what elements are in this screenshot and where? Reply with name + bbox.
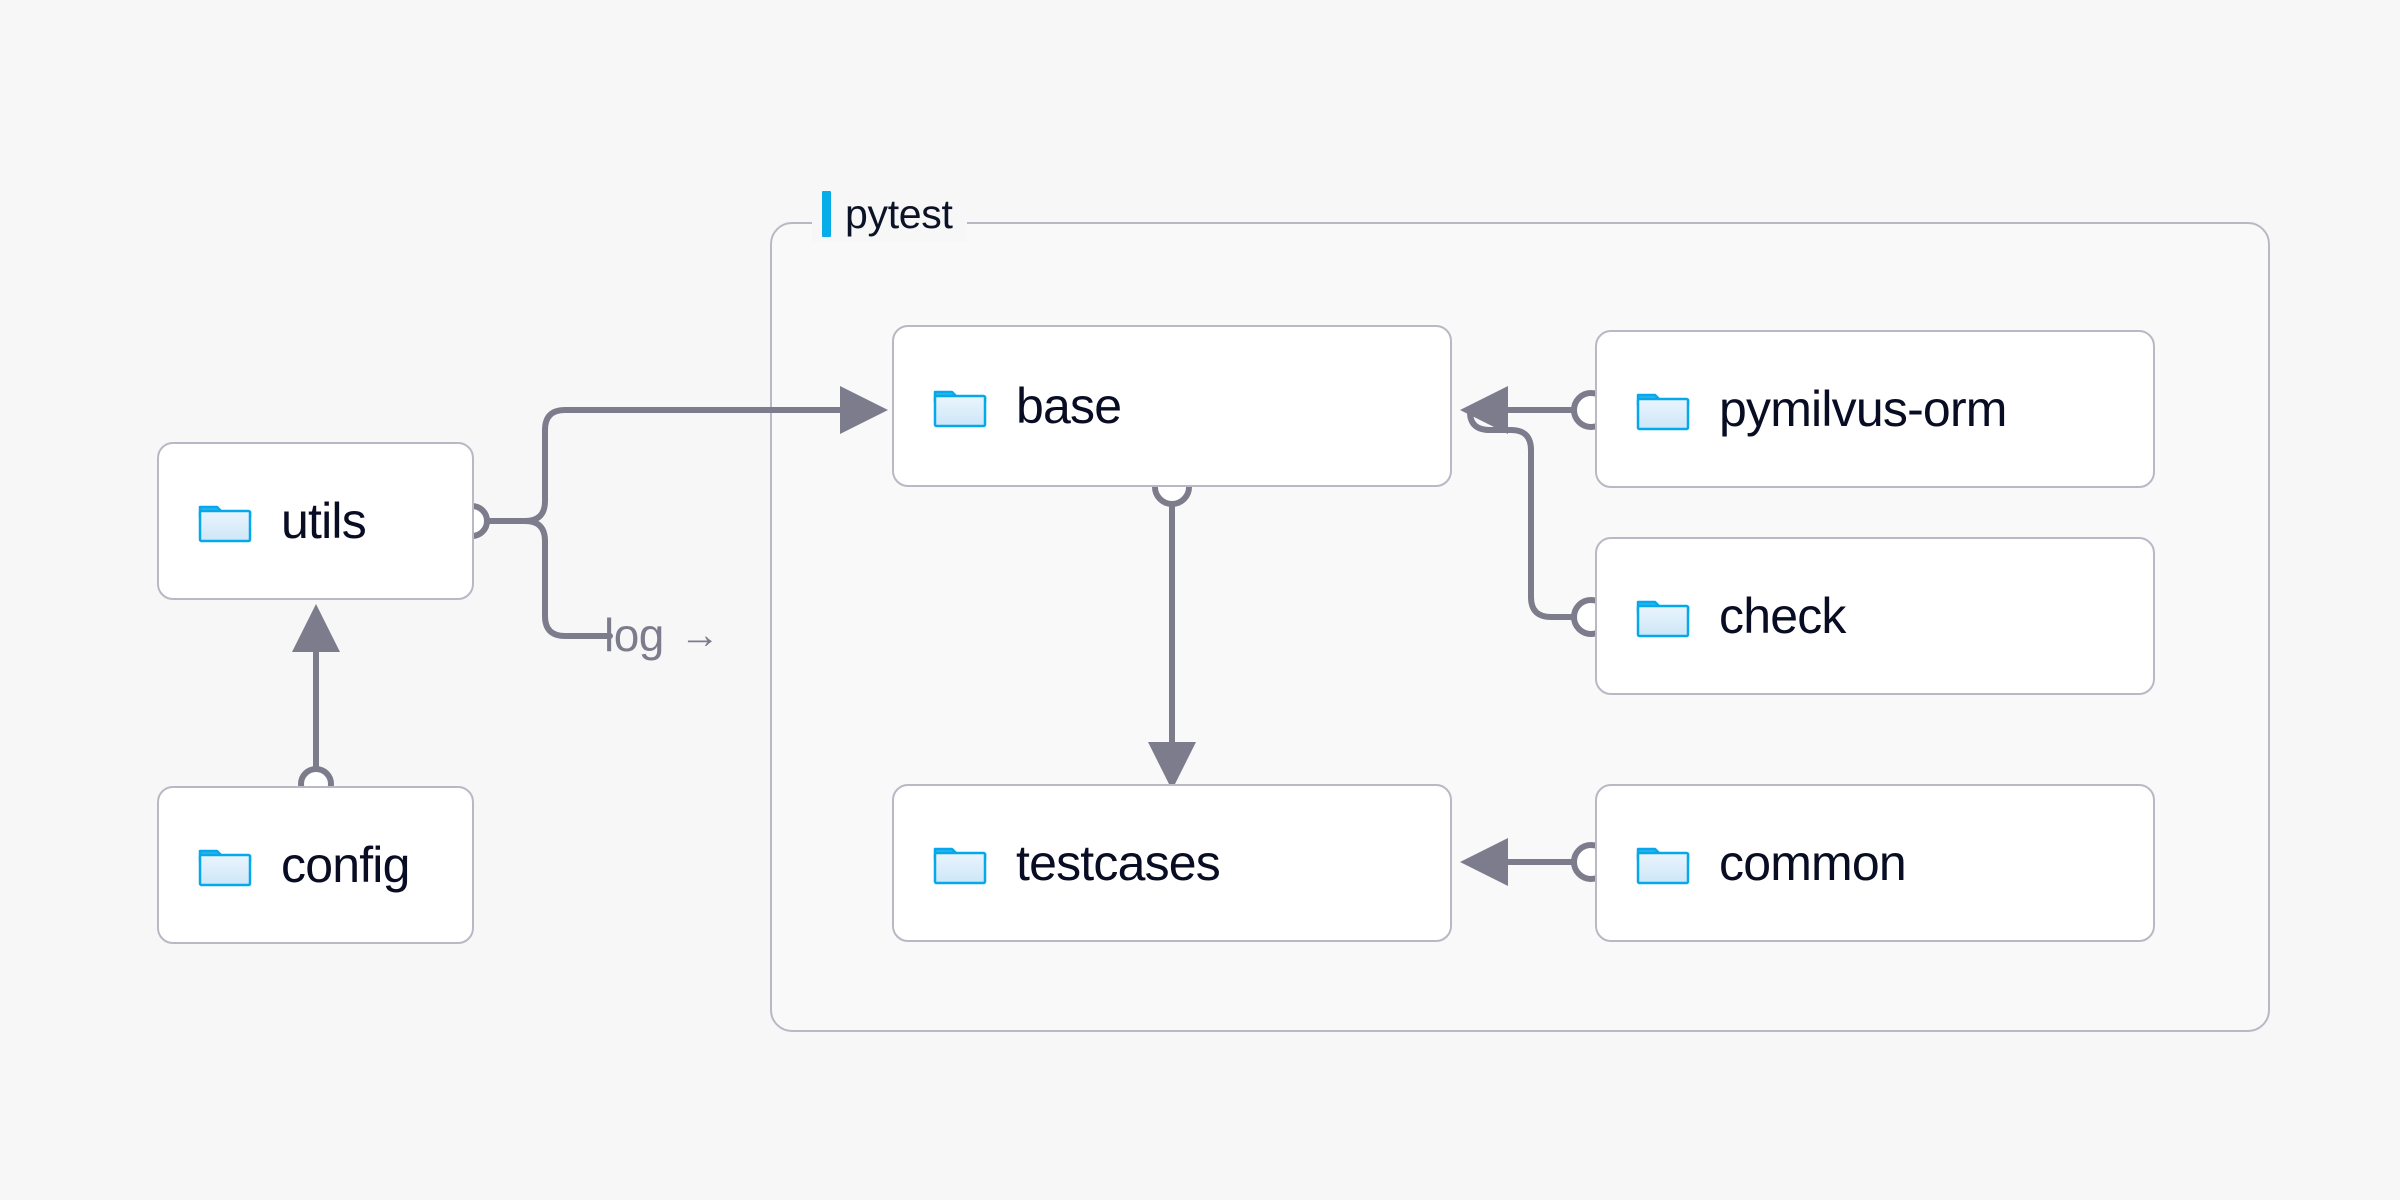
node-pymilvus-orm-label: pymilvus-orm — [1719, 381, 2007, 437]
node-base-label: base — [1016, 378, 1122, 434]
folder-icon — [933, 847, 987, 885]
group-pytest-label: pytest — [812, 186, 967, 242]
node-common-label: common — [1719, 835, 1907, 891]
node-check-label: check — [1719, 588, 1846, 644]
folder-icon — [198, 505, 252, 543]
node-testcases-label: testcases — [1016, 835, 1221, 891]
folder-icon — [1636, 393, 1690, 431]
node-check[interactable]: check — [1595, 537, 2155, 695]
node-config-label: config — [281, 837, 410, 893]
edge-label-log-arrow-icon: → — [679, 613, 720, 657]
edge-label-log: log → — [604, 608, 720, 662]
edge-label-log-text: log — [604, 609, 664, 661]
node-testcases[interactable]: testcases — [892, 784, 1452, 942]
folder-icon — [1636, 847, 1690, 885]
node-utils[interactable]: utils — [157, 442, 474, 600]
node-common[interactable]: common — [1595, 784, 2155, 942]
node-config[interactable]: config — [157, 786, 474, 944]
group-pytest-label-text: pytest — [845, 190, 953, 237]
group-accent-bar — [822, 191, 831, 237]
node-utils-label: utils — [281, 493, 367, 549]
folder-icon — [198, 849, 252, 887]
folder-icon — [1636, 600, 1690, 638]
node-base[interactable]: base — [892, 325, 1452, 487]
node-pymilvus-orm[interactable]: pymilvus-orm — [1595, 330, 2155, 488]
edge-utils-to-log — [522, 518, 613, 639]
folder-icon — [933, 390, 987, 428]
